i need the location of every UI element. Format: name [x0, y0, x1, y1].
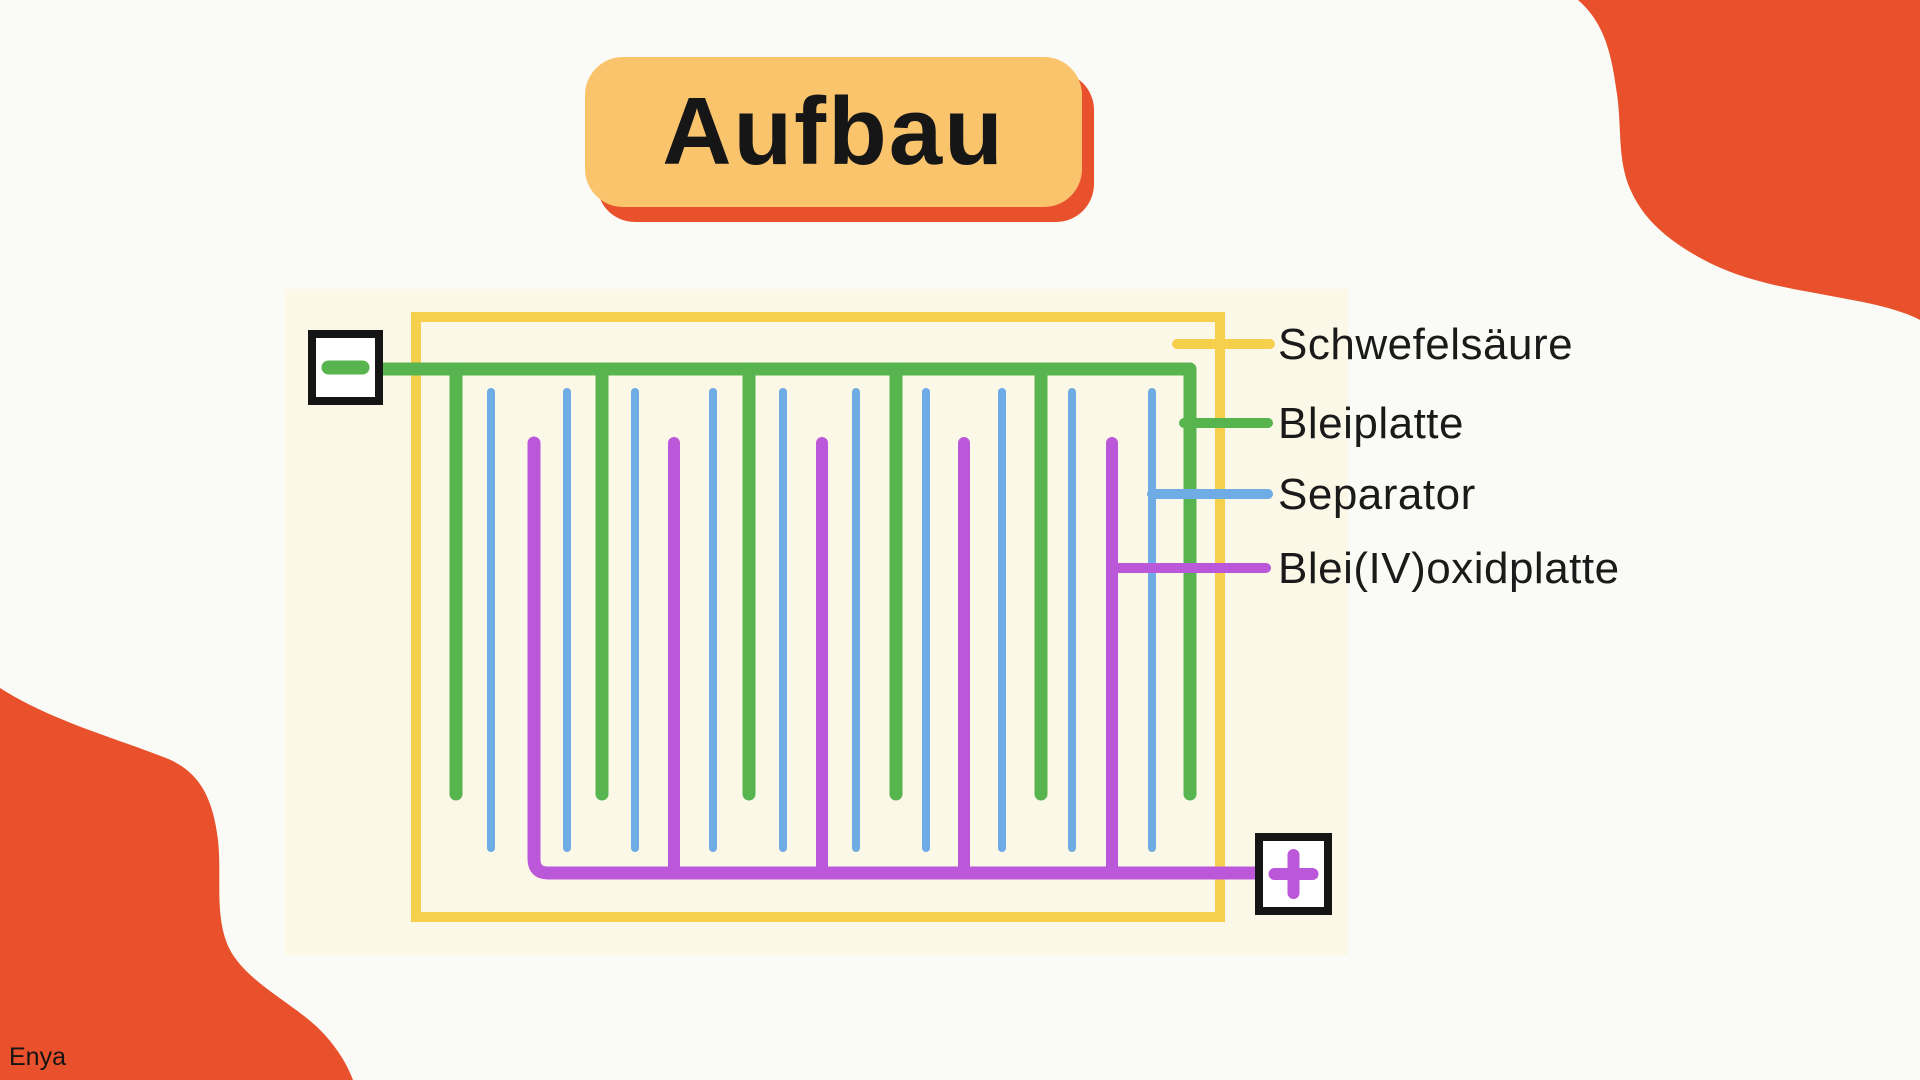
corner-blob-top-right: [1578, 0, 1920, 320]
plus-icon-vertical: [1287, 849, 1300, 899]
legend-label-schwefelsaeure: Schwefelsäure: [1278, 320, 1574, 369]
corner-blob-bottom-left: [0, 688, 353, 1080]
minus-icon: [321, 360, 370, 375]
acid-container-outline: [411, 312, 1225, 922]
title-banner: Aufbau: [585, 57, 1082, 207]
lead-plate-bus: [376, 362, 1197, 801]
lead-oxide-bus: [527, 436, 1265, 880]
legend-label-blei-iv-oxidplatte: Blei(IV)oxidplatte: [1278, 544, 1620, 593]
legend-label-separator: Separator: [1278, 470, 1476, 519]
legend-label-bleiplatte: Bleiplatte: [1278, 399, 1465, 448]
author-credit: Enya: [9, 1043, 66, 1071]
page-title: Aufbau: [662, 78, 1005, 185]
